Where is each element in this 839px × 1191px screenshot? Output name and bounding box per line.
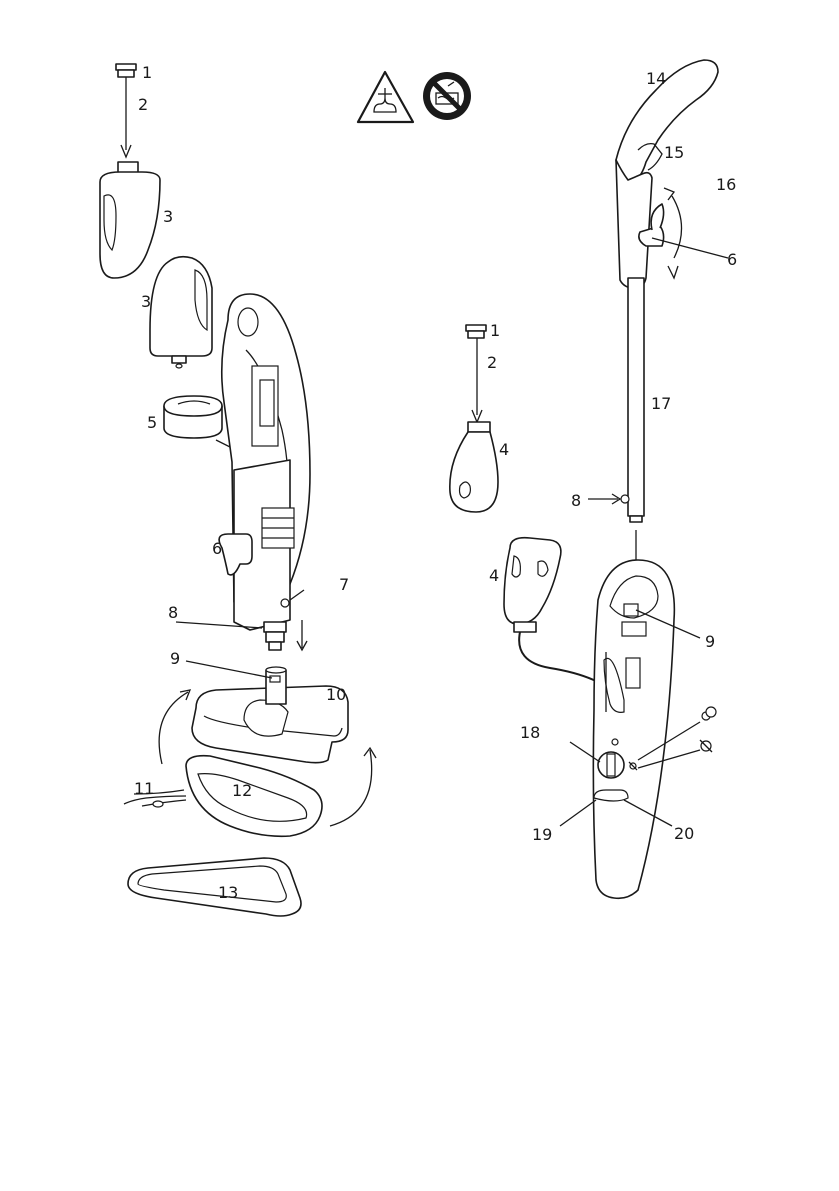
label-12: 12 — [232, 781, 252, 800]
rotate-arrow-right — [330, 750, 372, 826]
label-19: 19 — [532, 825, 552, 844]
handle-grip — [616, 60, 718, 288]
extension-tube — [621, 278, 644, 522]
label-11: 11 — [134, 779, 154, 798]
label-18: 18 — [520, 723, 540, 742]
main-body-stick — [593, 560, 674, 898]
no-immersion-in-water-icon — [423, 72, 471, 120]
filter-holder — [164, 396, 222, 438]
label-9: 9 — [170, 649, 180, 668]
label-9: 9 — [705, 632, 715, 651]
label-4: 4 — [499, 440, 509, 459]
water-tank-small — [450, 422, 498, 512]
label-14: 14 — [646, 69, 666, 88]
label-2: 2 — [487, 353, 497, 372]
handheld-steamer-body — [222, 294, 310, 650]
label-7: 7 — [339, 575, 349, 594]
label-13: 13 — [218, 883, 238, 902]
label-17: 17 — [651, 394, 671, 413]
label-1: 1 — [142, 63, 152, 82]
floor-head — [192, 667, 348, 763]
label-15: 15 — [664, 143, 684, 162]
rotate-arrow-left — [159, 692, 188, 764]
filling-plug — [116, 64, 136, 157]
warning-hot-steam-icon — [358, 72, 413, 122]
label-4: 4 — [489, 566, 499, 585]
carpet-glider — [128, 858, 301, 916]
label-8: 8 — [571, 491, 581, 510]
label-10: 10 — [326, 685, 346, 704]
hook-rotate-arrow — [672, 196, 682, 258]
label-16: 16 — [716, 175, 736, 194]
label-6: 6 — [727, 250, 737, 269]
water-tank-lower — [150, 257, 212, 368]
label-3: 3 — [163, 207, 173, 226]
label-20: 20 — [674, 824, 694, 843]
label-3: 3 — [141, 292, 151, 311]
label-5: 5 — [147, 413, 157, 432]
label-8: 8 — [168, 603, 178, 622]
filling-plug-2 — [466, 325, 486, 422]
water-tank-upper — [100, 162, 160, 278]
label-6: 6 — [212, 539, 222, 558]
label-1: 1 — [490, 321, 500, 340]
label-2: 2 — [138, 95, 148, 114]
water-tank-tilted — [504, 538, 561, 632]
